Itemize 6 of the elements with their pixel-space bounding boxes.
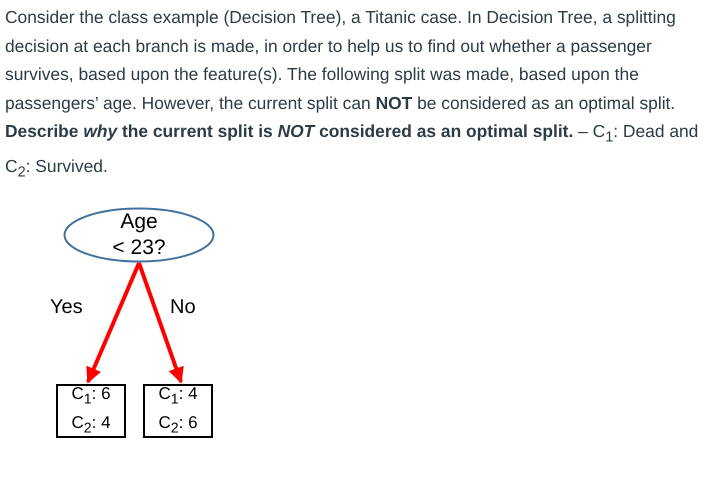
leaf-box: C$_{1}$: 6 C$_{2}$: 4 bbox=[56, 384, 126, 438]
decision-ellipse: Age < 23? bbox=[63, 207, 215, 263]
leaf-box: C$_{1}$: 4 C$_{2}$: 6 bbox=[143, 384, 213, 438]
arrow bbox=[86, 262, 141, 384]
arrow bbox=[137, 262, 184, 384]
question-paragraph: Consider the class example (Decision Tree), a Titanic case. In Decision Tree, a splitting decision at each branch is made, in order to help us to find out whether a passenger survives, based upon the feature(s). The following split was made, based upon the passengers’ age. However, the current split can NOT be considered as an optimal split. Describe why the current split is NOT considered as an optimal split. – C$_{1}$: Dead and C$_{2}$: Survived. bbox=[5, 6, 700, 182]
